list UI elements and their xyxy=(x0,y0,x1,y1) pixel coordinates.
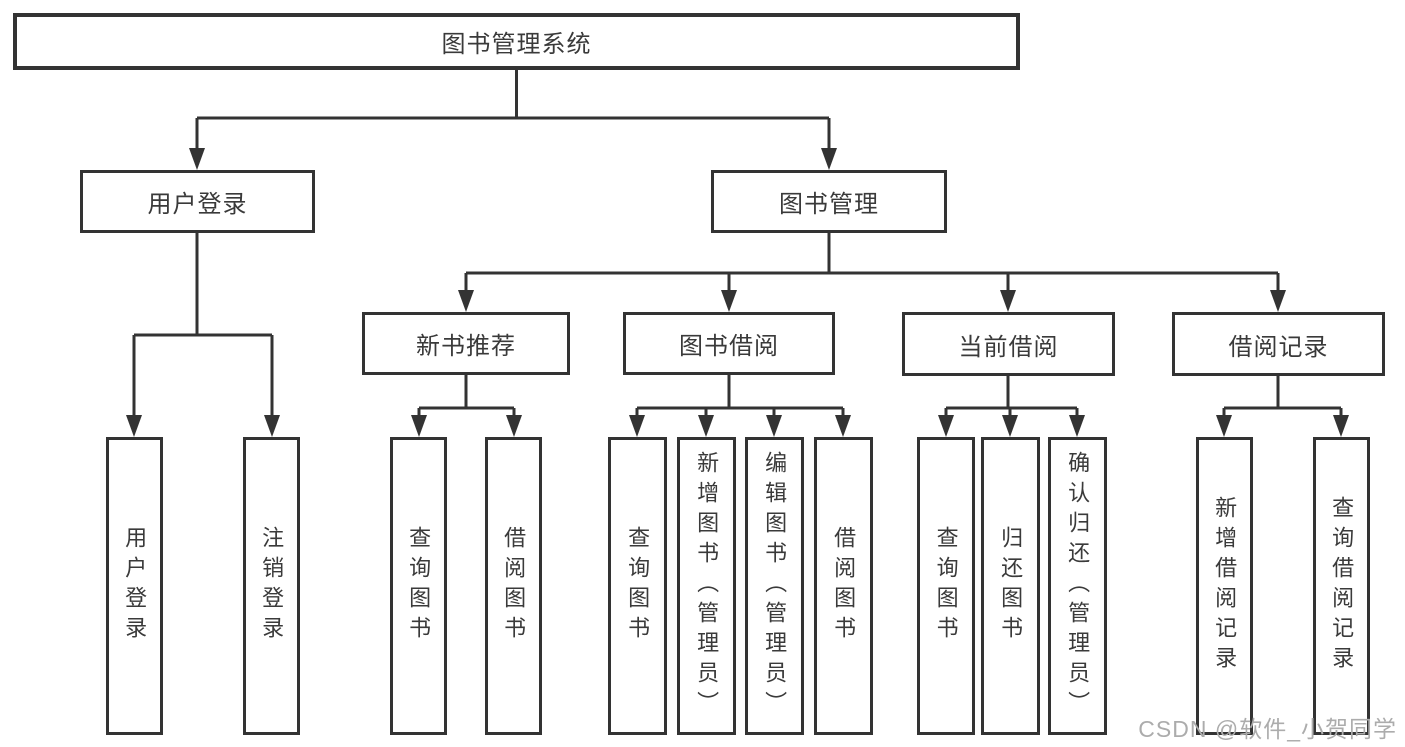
node-label: 查询图书 xyxy=(406,526,432,646)
node-label: 归还图书 xyxy=(998,526,1024,646)
node-label: 当前借阅 xyxy=(958,333,1059,361)
node-label: 新增图书（管理员） xyxy=(694,451,720,721)
node-book-borrowing: 图书借阅 xyxy=(623,312,835,375)
node-label: 用户登录 xyxy=(122,526,148,646)
node-query-borrow-record: 查询借阅记录 xyxy=(1313,437,1370,735)
node-query-books-current: 查询图书 xyxy=(917,437,975,735)
node-borrow-books: 借阅图书 xyxy=(814,437,873,735)
node-label: 注销登录 xyxy=(259,526,285,646)
node-label: 编辑图书（管理员） xyxy=(762,451,788,721)
node-new-book-recommendation: 新书推荐 xyxy=(362,312,570,375)
node-label: 用户登录 xyxy=(147,191,248,218)
node-label: 图书管理 xyxy=(779,191,879,218)
node-add-book-admin: 新增图书（管理员） xyxy=(677,437,736,735)
node-label: 查询图书 xyxy=(625,526,651,646)
node-label: 借阅图书 xyxy=(501,526,527,646)
node-edit-book-admin: 编辑图书（管理员） xyxy=(745,437,804,735)
node-user-login-leaf: 用户登录 xyxy=(106,437,163,735)
node-label: 图书管理系统 xyxy=(441,31,592,58)
node-label: 确认归还（管理员） xyxy=(1065,451,1091,721)
node-label: 图书借阅 xyxy=(679,333,779,360)
node-label: 借阅记录 xyxy=(1228,333,1329,361)
node-add-borrow-record: 新增借阅记录 xyxy=(1196,437,1253,735)
node-book-management: 图书管理 xyxy=(711,170,947,233)
node-label: 新书推荐 xyxy=(416,333,516,360)
node-query-books-recommend: 查询图书 xyxy=(390,437,447,735)
csdn-watermark: CSDN @软件_小贺同学 xyxy=(1138,716,1397,742)
node-confirm-return-admin: 确认归还（管理员） xyxy=(1048,437,1107,735)
node-label: 借阅图书 xyxy=(831,526,857,646)
node-label: 查询借阅记录 xyxy=(1329,496,1355,676)
node-borrow-books-recommend: 借阅图书 xyxy=(485,437,542,735)
node-current-borrowing: 当前借阅 xyxy=(902,312,1115,376)
node-library-management-system: 图书管理系统 xyxy=(13,13,1020,70)
node-logout: 注销登录 xyxy=(243,437,300,735)
node-user-login: 用户登录 xyxy=(80,170,315,233)
node-label: 查询图书 xyxy=(933,526,959,646)
node-label: 新增借阅记录 xyxy=(1212,496,1238,676)
node-return-books: 归还图书 xyxy=(981,437,1040,735)
node-query-books-borrow: 查询图书 xyxy=(608,437,667,735)
node-borrowing-records: 借阅记录 xyxy=(1172,312,1385,376)
